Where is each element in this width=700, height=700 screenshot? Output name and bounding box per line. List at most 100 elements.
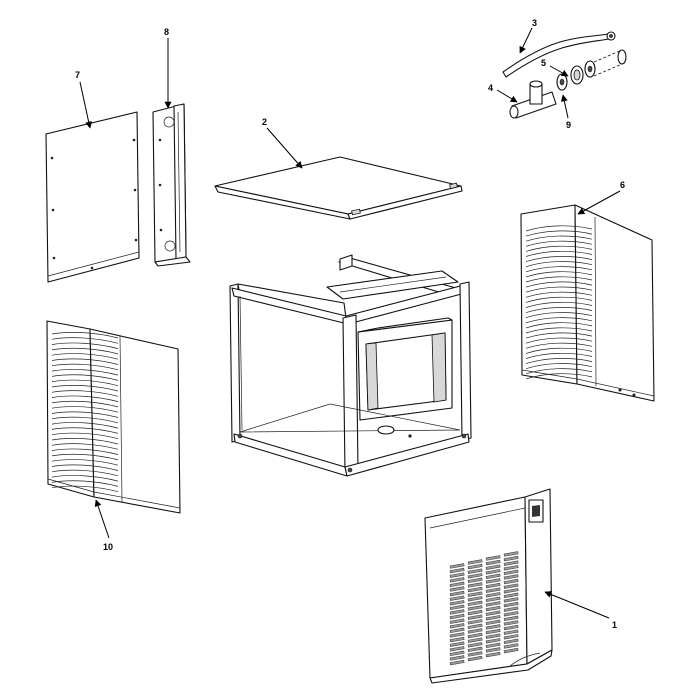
louver-line [51,358,119,365]
cabinet-frame [229,254,472,477]
vent-slot [503,634,519,640]
louver-line [51,395,119,402]
louver-line [51,347,119,355]
callout-5: 5 [541,58,546,68]
vent-slot [503,647,519,654]
vent-slot [503,560,519,566]
louver-line [525,245,593,252]
louver-line [51,400,119,408]
vent-slot [485,615,501,621]
louver-line [525,352,593,359]
vent-slot [449,572,465,578]
louver-line [51,422,119,429]
vent-slot [485,605,501,612]
louver-line [51,411,119,418]
vent-slot [467,609,483,616]
vent-slot [503,578,519,585]
vent-slot [467,591,483,597]
vent-slot [503,629,519,635]
vent-slot [485,564,501,570]
vent-slot [467,628,483,634]
vent-slot [485,610,501,616]
louver-line [525,225,593,232]
louver-line [525,363,593,370]
vent-slot [467,582,483,588]
louver-line [51,485,119,493]
vent-slot [449,646,465,652]
vent-slot [467,642,483,648]
louver-line [51,390,119,397]
vent-slot [485,596,501,603]
vent-slot [485,633,501,639]
louver-line [525,322,593,329]
part-10-left-panel [46,320,181,514]
vent-slot [503,624,519,631]
vent-slot [503,643,519,649]
part-2-top-cover [214,156,463,220]
vent-slot [485,638,501,644]
vent-slot [503,569,519,576]
vent-slot [503,583,519,589]
louver-line [525,317,593,324]
vent-slot [503,597,519,603]
vent-slot [485,587,501,593]
louver-line [525,281,593,288]
vent-slot [449,600,465,606]
vent-slot [467,568,483,574]
vent-slot [449,636,465,643]
vent-slot [467,655,483,662]
vent-slot [485,555,501,561]
louver-line [51,432,119,440]
vent-slot [485,573,501,580]
louver-line [51,453,119,461]
louver-line [525,250,593,257]
vent-slot [503,592,519,599]
vent-slot [485,651,501,658]
louver-line [51,363,119,371]
vent-slot [449,650,465,657]
louver-line [51,480,119,487]
callout-1: 1 [612,620,617,630]
louver-line [51,353,119,360]
louver-line [525,256,593,262]
vent-slot [485,601,501,607]
vent-slot [449,586,465,592]
vent-slot [449,613,465,620]
louver-line [525,301,593,308]
vent-slot [467,623,483,630]
vent-slot [449,609,465,615]
louver-line [525,332,593,339]
louver-line [51,448,119,455]
louver-line [525,276,593,283]
louver-line [51,469,119,477]
vent-slot [467,605,483,611]
louver-line [525,286,593,293]
vent-slot [449,655,465,661]
vent-slot [485,647,501,653]
louver-line [525,230,593,237]
vent-slot [467,600,483,607]
louver-line [51,385,119,392]
vent-slot [485,628,501,635]
callout-labels: 1 2 3 4 5 6 7 8 9 10 [75,18,625,630]
vent-slot [485,582,501,589]
callout-10: 10 [103,542,113,552]
louver-line [51,332,119,339]
vent-slot [503,588,519,594]
vent-slot [503,574,519,580]
louver-line [51,427,119,434]
louver-slots-10 [51,332,119,493]
callout-2: 2 [262,117,267,127]
vent-slot [467,632,483,639]
vent-slot [485,642,501,649]
vent-slot [503,551,519,557]
louver-line [51,464,119,471]
vent-slot [467,637,483,643]
louver-line [525,240,593,247]
vent-slot [467,646,483,653]
vent-slot [449,618,465,624]
part-1-front-panel [424,488,553,684]
louver-line [51,416,119,424]
